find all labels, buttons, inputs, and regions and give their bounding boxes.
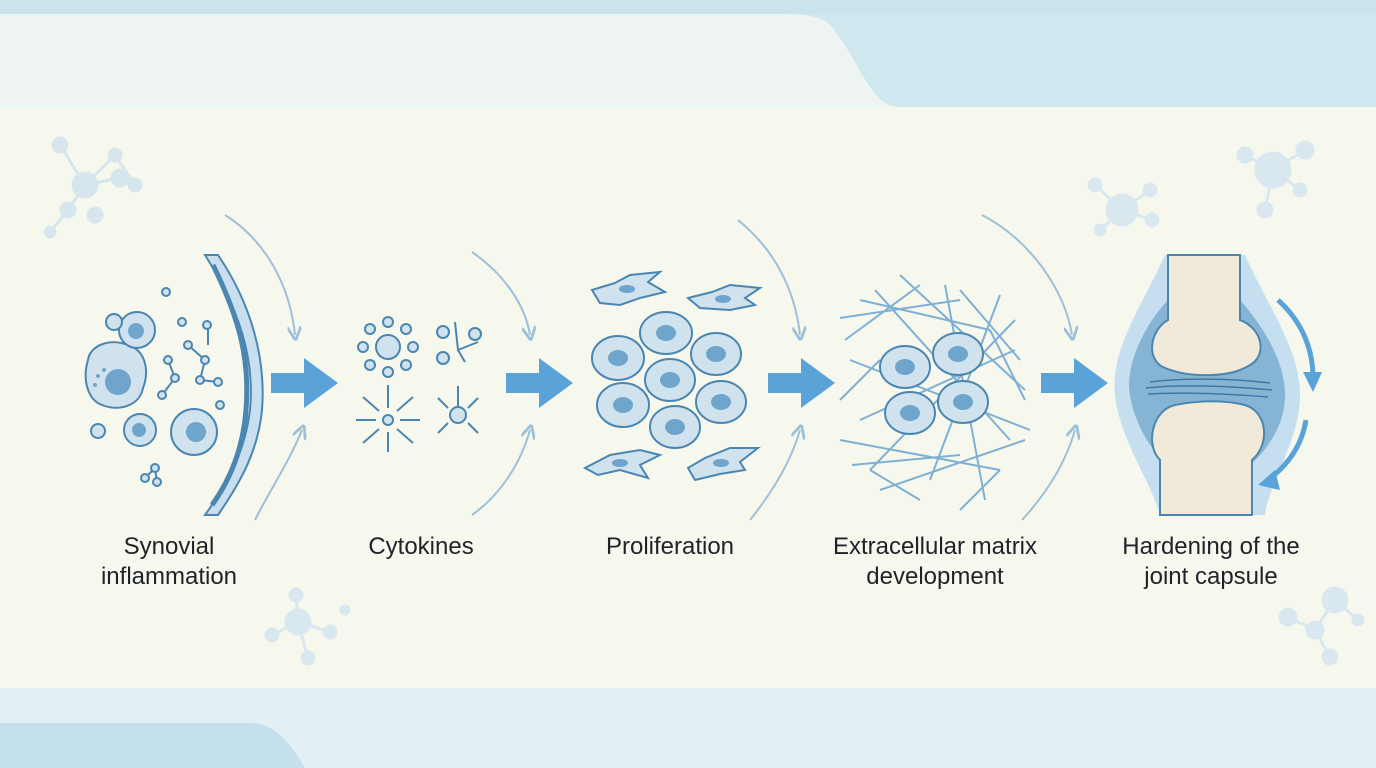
extracellular-matrix-illustration: [839, 274, 1031, 511]
synovial-inflammation-illustration: [84, 254, 264, 516]
bottom-band-accent: [0, 723, 305, 768]
arrow-2-to-3: [506, 358, 573, 408]
stage-label-line2: joint capsule: [1144, 563, 1278, 590]
stage-label-line1: Proliferation: [605, 533, 735, 560]
stage-label-line1: Synovial: [123, 533, 215, 560]
molecule-decoration-bottomright: [1278, 586, 1365, 666]
stage-label-hardening: Hardening of the joint capsule: [1091, 532, 1331, 592]
cytokines-illustration: [356, 316, 482, 452]
stage-label-line2: development: [866, 563, 1004, 590]
arrow-3-to-4: [768, 358, 835, 408]
molecule-decoration-topright: [1087, 140, 1315, 237]
pathway-arrows: [271, 358, 1108, 408]
molecule-decoration-topleft: [43, 136, 143, 239]
stage-label-line1: Cytokines: [368, 533, 474, 560]
curved-feeder-arrows: [224, 214, 1075, 521]
stage-label-line2: inflammation: [100, 563, 238, 590]
stage-label-synovial-inflammation: Synovial inflammation: [49, 532, 289, 592]
proliferation-illustration: [582, 270, 763, 482]
stage-label-line1: Hardening of the: [1122, 533, 1300, 560]
stage-label-proliferation: Proliferation: [550, 532, 790, 562]
arrow-4-to-5: [1041, 358, 1108, 408]
molecule-decoration-bottomleft: [264, 587, 351, 666]
stage-label-cytokines: Cytokines: [301, 532, 541, 562]
stage-label-line1: Extracellular matrix: [832, 533, 1038, 560]
stage-label-extracellular-matrix: Extracellular matrix development: [815, 532, 1055, 592]
arrow-1-to-2: [271, 358, 338, 408]
joint-capsule-illustration: [1114, 254, 1322, 516]
top-band-accent: [0, 0, 1376, 107]
